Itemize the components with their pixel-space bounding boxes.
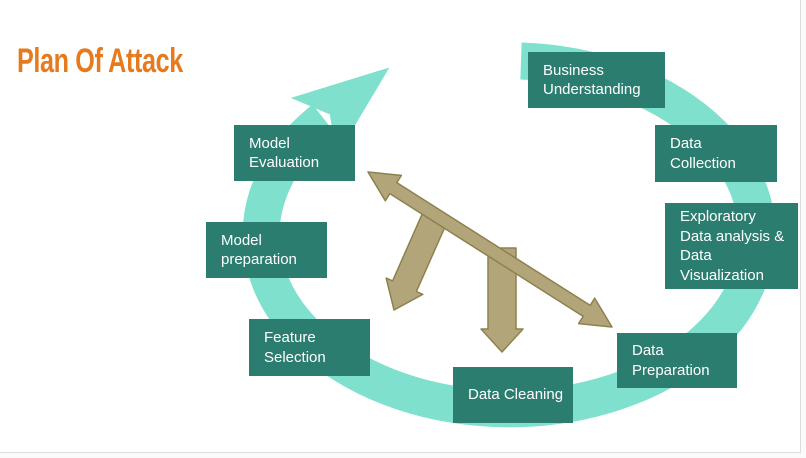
step-label-data-collection: Data Collection bbox=[670, 135, 736, 172]
step-data-collection: Data Collection bbox=[655, 125, 777, 182]
flow-double-arrow bbox=[367, 171, 613, 328]
step-model-evaluation: Model Evaluation bbox=[234, 125, 355, 181]
page-title: Plan Of Attack bbox=[17, 42, 183, 80]
step-exploratory-data-analysis: Exploratory Data analysis & Data Visuali… bbox=[665, 203, 798, 289]
flow-arrow-feature-selection bbox=[385, 208, 449, 311]
step-label-data-cleaning: Data Cleaning bbox=[468, 386, 564, 404]
step-label-business-understanding: Business Understanding bbox=[543, 61, 641, 99]
step-label-data-preparation: Data Preparation bbox=[632, 342, 710, 379]
step-data-preparation: Data Preparation bbox=[617, 333, 737, 388]
step-label-model-evaluation: Model Evaluation bbox=[249, 134, 320, 172]
step-label-feature-selection: Feature Selection bbox=[264, 329, 326, 366]
step-business-understanding: Business Understanding bbox=[528, 52, 665, 108]
step-label-model-preparation: Model preparation bbox=[221, 231, 297, 269]
step-feature-selection: Feature Selection bbox=[249, 319, 370, 376]
step-label-exploratory-data-analysis: Exploratory Data analysis & Data Visuali… bbox=[680, 208, 785, 284]
step-data-cleaning: Data Cleaning bbox=[453, 367, 573, 423]
step-model-preparation: Model preparation bbox=[206, 222, 327, 278]
